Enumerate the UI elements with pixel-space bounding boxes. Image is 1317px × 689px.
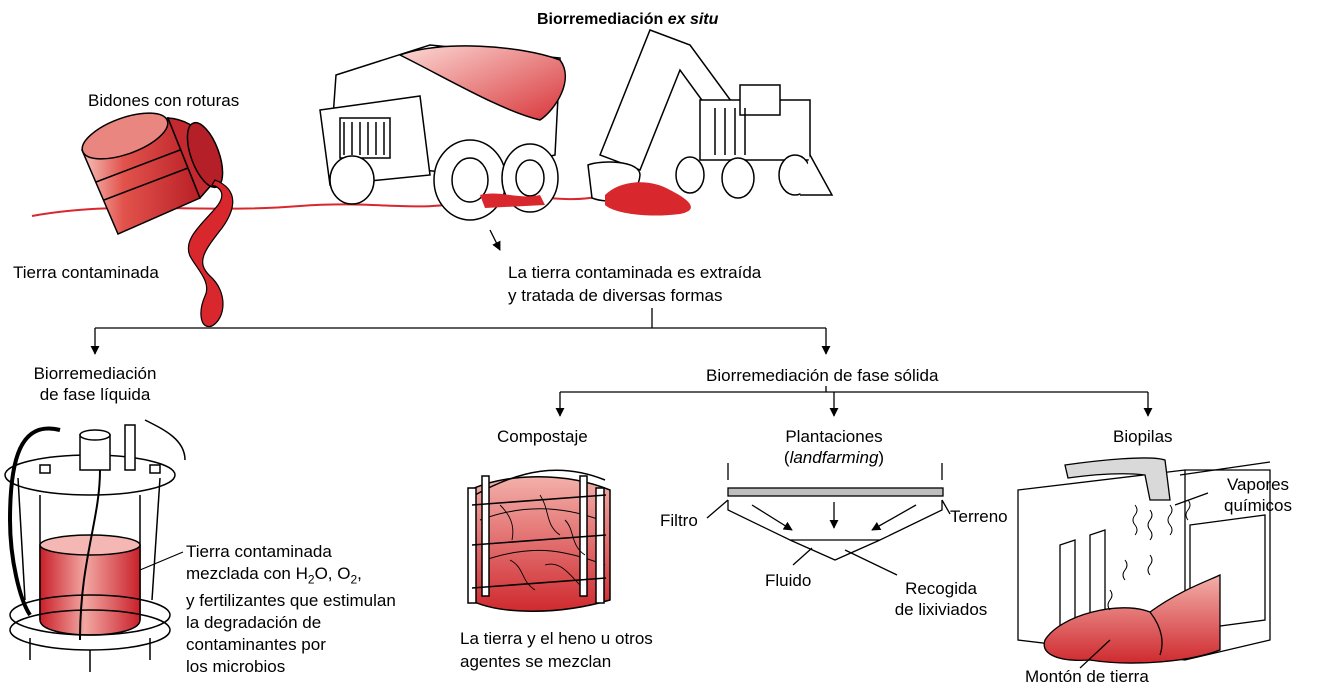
arrow-extraction bbox=[489, 229, 501, 251]
excavator-icon bbox=[587, 29, 834, 202]
desc-line2-sub1: 2 bbox=[307, 572, 315, 587]
label-extraction-line2: y tratada de diversas formas bbox=[508, 286, 723, 305]
title-italic: ex situ bbox=[667, 11, 719, 28]
landfarming-paren-open: ( bbox=[783, 448, 790, 467]
vapors-pointer bbox=[1174, 492, 1209, 506]
excavator-red-spill bbox=[605, 182, 691, 216]
leachate-line2: de lixiviados bbox=[894, 600, 988, 619]
label-fluid: Fluido bbox=[765, 571, 812, 590]
biopile-icon bbox=[1017, 457, 1271, 664]
barrel-icon bbox=[81, 112, 224, 235]
label-terrain: Terreno bbox=[950, 507, 1008, 526]
composting-caption-line1: La tierra y el heno u otros bbox=[460, 629, 653, 648]
dump-truck-icon bbox=[319, 44, 567, 221]
liquid-phase-heading: Biorremediación de fase líquida bbox=[3, 363, 187, 405]
biopiles-heading: Biopilas bbox=[1113, 427, 1173, 446]
desc-line2: mezclada con H2O, O2, bbox=[186, 563, 396, 590]
landfarming-italic: landfarming bbox=[789, 448, 879, 467]
desc-line5: contaminantes por bbox=[186, 635, 326, 655]
truck-red-spill bbox=[480, 193, 545, 208]
composting-caption-line2: agentes se mezclan bbox=[460, 652, 612, 671]
desc-line1: Tierra contaminada bbox=[186, 542, 332, 561]
reactor-icon bbox=[4, 419, 186, 672]
liquid-phase-heading-line2: de fase líquida bbox=[39, 385, 151, 404]
desc-line2-prefix: mezclada con H bbox=[186, 564, 308, 583]
liquid-phase-heading-line1: Biorremediación bbox=[33, 364, 157, 383]
label-barrels: Bidones con roturas bbox=[88, 91, 240, 110]
soil-pile-pointer bbox=[1079, 639, 1111, 669]
landfarming-paren-close: ) bbox=[878, 448, 885, 467]
desc-line3: y fertilizantes que estimulan bbox=[186, 591, 396, 611]
label-vapors: Vapores químicos bbox=[1208, 474, 1308, 516]
desc-line4: la degradación de bbox=[186, 613, 322, 633]
desc-line2-suffix: , bbox=[357, 564, 362, 583]
liquid-phase-description: Tierra contaminada mezclada con H2O, O2,… bbox=[186, 541, 396, 678]
vapors-line2: químicos bbox=[1223, 496, 1293, 515]
solid-phase-heading: Biorremediación de fase sólida bbox=[706, 366, 939, 385]
label-filter: Filtro bbox=[660, 511, 698, 530]
label-soil-pile: Montón de tierra bbox=[1025, 667, 1149, 686]
reactor-pointer bbox=[139, 551, 184, 571]
desc-line2-sub2: 2 bbox=[350, 572, 358, 587]
tree-connectors bbox=[90, 308, 1153, 417]
landfarming-icon bbox=[706, 463, 951, 576]
label-extraction-line1: La tierra contaminada es extraída bbox=[508, 263, 762, 282]
compost-crate-icon bbox=[467, 469, 611, 612]
landfarming-heading-line1: Plantaciones bbox=[785, 427, 883, 446]
vapors-line1: Vapores bbox=[1226, 475, 1290, 494]
desc-line6: los microbios bbox=[186, 657, 286, 677]
leak-stream bbox=[187, 179, 234, 328]
label-contaminated-soil: Tierra contaminada bbox=[13, 263, 159, 282]
label-leachate: Recogida de lixiviados bbox=[876, 578, 1006, 620]
diagram-title: Biorremediación ex situ bbox=[537, 9, 718, 30]
desc-line2-mid: O, O bbox=[314, 564, 351, 583]
composting-heading: Compostaje bbox=[497, 427, 588, 446]
title-main: Biorremediación bbox=[537, 11, 664, 28]
landfarming-heading-line2: (landfarming) bbox=[754, 447, 914, 468]
landfarming-heading: Plantaciones (landfarming) bbox=[754, 426, 914, 468]
compost-hay-strands bbox=[499, 494, 586, 591]
vapor-lines bbox=[1107, 499, 1191, 611]
leachate-line1: Recogida bbox=[905, 579, 977, 598]
